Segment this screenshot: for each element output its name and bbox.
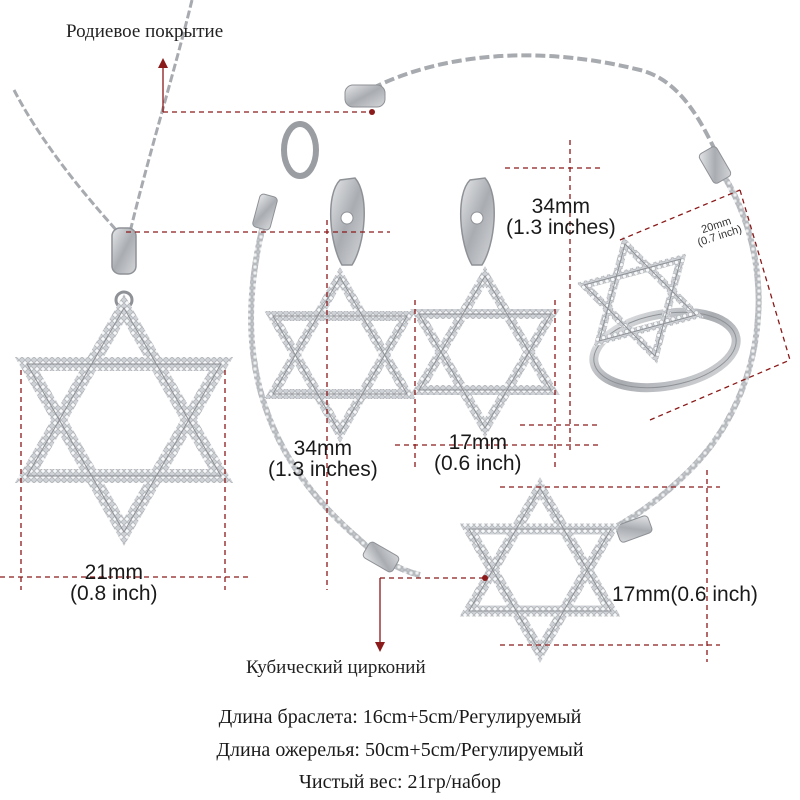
earring-left [264,177,416,444]
earring-height-inch: (1.3 inches) [268,458,378,481]
ring [576,236,741,393]
bracelet-length-spec: Длина браслета: 16cm+5cm/Регулируемый [218,706,582,728]
bracelet-chain-right [608,168,762,533]
bracelet-star [459,476,621,664]
necklace-chain-right [128,0,194,233]
bracelet-star-label: 17mm(0.6 inch) [612,583,758,606]
ring-guide-top [619,189,741,241]
earring-height-right-label: 34mm (1.3 inches) [506,196,616,238]
stone-callout: Кубический цирконий [246,657,426,678]
earring-height-right-inch: (1.3 inches) [506,216,616,239]
earring-height-label: 34mm (1.3 inches) [268,438,378,480]
bracelet-extender-chain [358,53,717,151]
plating-arrow [158,58,168,68]
earring-height-mm: 34mm [293,437,353,460]
pendant-width-label: 21mm (0.8 inch) [70,562,158,604]
bracelet [248,53,762,664]
earring-width-mm: 17mm [448,431,507,454]
pendant-bail [111,227,137,275]
dimension-guides [0,62,791,662]
ring-guide-span [739,189,791,361]
earring-width-label: 17mm (0.6 inch) [434,432,522,474]
pendant-star [14,294,234,546]
lobster-clasp [281,121,319,179]
pendant-width-mm: 21mm [84,561,143,584]
necklace-chain-left [12,89,120,234]
bracelet-tag [344,84,386,108]
plating-callout: Родиевое покрытие [66,21,224,42]
stone-arrow [375,642,385,652]
pendant-width-inch: (0.8 inch) [70,582,158,605]
necklace [12,0,234,546]
necklace-length-spec: Длина ожерелья: 50cm+5cm/Регулируемый [216,739,584,761]
ring-guide-bottom [649,359,791,421]
earring-height-right-mm: 34mm [531,195,591,218]
earring-width-inch: (0.6 inch) [434,452,522,475]
net-weight-spec: Чистый вес: 21гр/набор [298,771,502,793]
earring-right [410,177,560,438]
